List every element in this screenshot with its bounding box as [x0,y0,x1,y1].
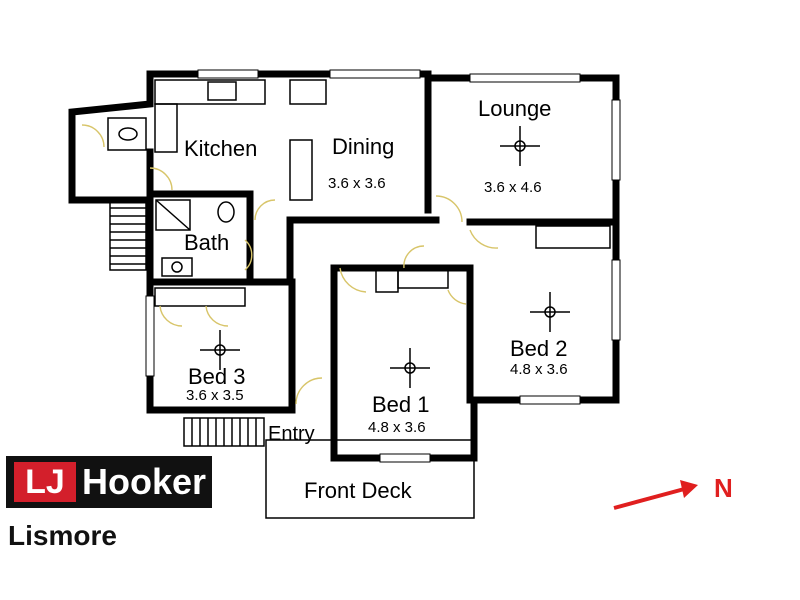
bed3-label: Bed 3 [188,364,246,389]
bed1-label: Bed 1 [372,392,430,417]
bath-label: Bath [184,230,229,255]
kitchen-benches [154,79,327,201]
door-swings [81,124,499,405]
bed2-label: Bed 2 [510,336,568,361]
kitchen-label: Kitchen [184,136,257,161]
front-stairs [183,417,265,447]
ceiling-fan-icon [390,348,430,388]
laundry-fixtures [107,117,147,151]
front-deck-outline [265,439,475,519]
north-arrow-icon [613,480,698,510]
lounge-size: 3.6 x 4.6 [484,179,542,196]
logo-office: Lismore [8,520,117,551]
lounge-label: Lounge [478,96,551,121]
bath-fixtures [155,199,235,277]
logo-mark: LJ [14,462,76,502]
bed3-size: 3.6 x 3.5 [186,387,244,404]
entry-label: Entry [268,423,315,445]
agency-logo: LJ Hooker [6,456,212,508]
ceiling-fan-icon [530,292,570,332]
bed1-size: 4.8 x 3.6 [368,419,426,436]
dining-label: Dining [332,134,394,159]
wardrobes [154,225,611,307]
logo-brand: Hooker [82,461,207,502]
north-label: N [714,473,733,503]
front-deck-label: Front Deck [304,478,413,503]
dining-size: 3.6 x 3.6 [328,175,386,192]
ceiling-fan-icon [200,330,240,370]
ceiling-fan-icon [500,126,540,166]
windows [145,69,621,463]
bed2-size: 4.8 x 3.6 [510,361,568,378]
rear-stairs [109,199,147,271]
